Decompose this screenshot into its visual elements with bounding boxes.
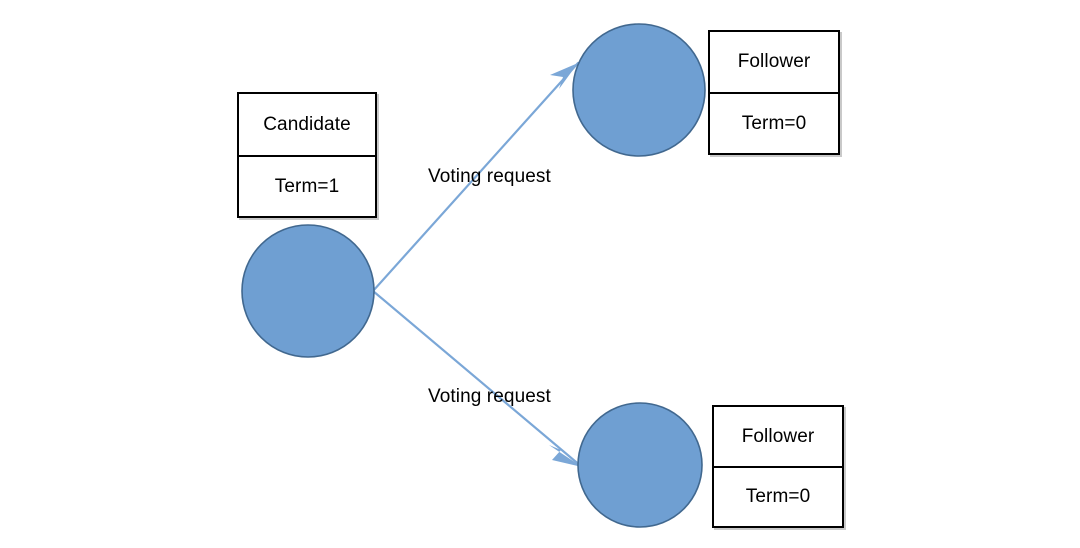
candidate-role-cell: Candidate: [239, 94, 375, 157]
follower-bottom-state-box: Follower Term=0: [712, 405, 844, 528]
candidate-node-circle[interactable]: [241, 224, 375, 358]
edge-bottom-line: [371, 289, 584, 469]
edge-bottom-arrowhead: [549, 445, 582, 467]
follower-top-node-circle[interactable]: [572, 23, 706, 157]
follower-top-term-cell: Term=0: [710, 94, 838, 153]
edge-top-line: [371, 61, 580, 293]
follower-bottom-role-label: Follower: [741, 425, 815, 447]
edge-top-label: Voting request: [428, 166, 551, 188]
edge-bottom-label: Voting request: [428, 386, 551, 408]
follower-top-role-cell: Follower: [710, 32, 838, 94]
edge-top-label-text: Voting request: [428, 166, 551, 187]
candidate-role-label: Candidate: [263, 113, 351, 135]
edge-bottom-arrow: [371, 289, 584, 469]
follower-bottom-node-circle[interactable]: [577, 402, 703, 528]
candidate-state-box: Candidate Term=1: [237, 92, 377, 218]
candidate-term-label: Term=1: [274, 175, 340, 197]
follower-bottom-term-cell: Term=0: [714, 468, 842, 526]
edge-bottom-label-text: Voting request: [428, 386, 551, 407]
follower-top-state-box: Follower Term=0: [708, 30, 840, 155]
candidate-term-cell: Term=1: [239, 157, 375, 216]
follower-bottom-role-cell: Follower: [714, 407, 842, 468]
follower-top-term-label: Term=0: [741, 112, 807, 134]
edge-top-arrowhead: [550, 63, 578, 89]
edge-top-arrow: [371, 61, 580, 293]
follower-top-role-label: Follower: [737, 51, 811, 72]
follower-bottom-term-label: Term=0: [745, 486, 811, 507]
